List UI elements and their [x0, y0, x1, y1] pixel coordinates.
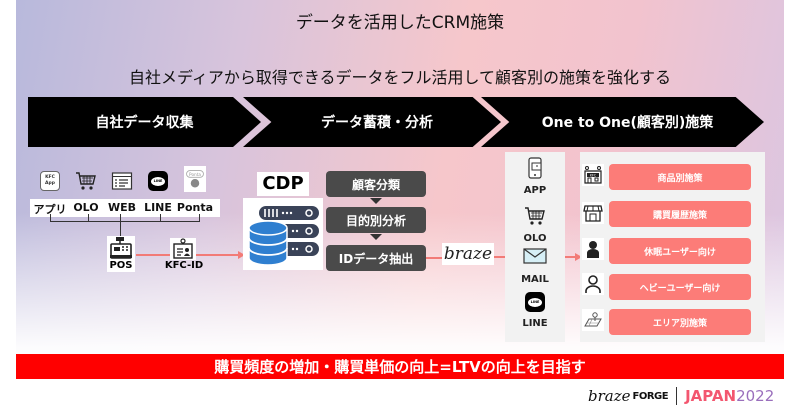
channel-label: LINE: [522, 318, 548, 329]
cdp-step: IDデータ抽出: [326, 245, 426, 271]
source-line: LINE LINE: [139, 170, 177, 214]
braze-wordmark: braze: [588, 387, 631, 405]
browser-window-icon: [111, 170, 133, 192]
source-label: WEB: [107, 201, 137, 214]
source-label: LINE: [144, 201, 172, 214]
source-label: Ponta: [176, 201, 214, 214]
braze-to-channel-connector: [494, 256, 514, 258]
user-filled-icon: [582, 238, 604, 260]
shopping-cart-icon: [75, 170, 97, 192]
user-outline-icon: [582, 273, 604, 295]
stage-label: データ蓄積・分析: [321, 115, 433, 131]
measure-button: 商品別施策: [609, 164, 751, 190]
step-arrow-icon: [370, 234, 382, 240]
channel-olo: OLO: [505, 205, 565, 244]
slide-title: データを活用したCRM施策: [295, 13, 505, 33]
measure-button: エリア別施策: [609, 309, 751, 335]
cdp-title: CDP: [257, 172, 309, 196]
stage-label: 自社データ収集: [95, 115, 194, 131]
map-pin-icon: [582, 309, 604, 331]
goal-banner: 購買頻度の増加・購買単価の向上=LTVの向上を目指す: [16, 354, 784, 379]
ponta-icon: Ponta: [184, 166, 206, 192]
database-server-icon: [243, 198, 323, 270]
kfc-id-label: KFC-ID: [164, 260, 204, 271]
bracket-tick: [120, 214, 121, 222]
cdp-step: 目的別分析: [326, 207, 426, 233]
kfc-store-icon: KFC: [582, 164, 604, 186]
source-label: OLO: [73, 201, 99, 214]
channel-line: LINE LINE: [505, 292, 565, 329]
source-label: アプリ: [33, 203, 67, 216]
stage-chevron-one-to-one: One to One(顧客別)施策: [481, 97, 764, 147]
measure-button: ヘビーユーザー向け: [609, 274, 751, 300]
id-card-icon: [170, 238, 196, 260]
event-logo: braze FORGE JAPAN 2022: [588, 385, 774, 407]
pos-connector: [120, 222, 121, 238]
channel-label: OLO: [523, 233, 547, 244]
channel-mail: MAIL: [505, 248, 565, 285]
cdp-step: 顧客分類: [326, 171, 426, 197]
forge-wordmark: FORGE: [632, 390, 669, 402]
arrow-head-icon: [238, 251, 245, 259]
channel-label: MAIL: [521, 274, 549, 285]
japan-wordmark: JAPAN: [685, 387, 737, 405]
braze-logo: braze: [442, 243, 494, 265]
bracket-tick: [88, 214, 89, 222]
pos-label: POS: [109, 260, 133, 271]
smartphone-icon: [505, 157, 565, 183]
source-olo: OLO: [67, 170, 105, 214]
cash-register-icon: [107, 236, 135, 272]
storefront-icon: [582, 202, 604, 224]
line-icon: LINE: [505, 292, 565, 312]
source-bracket: [50, 214, 200, 222]
cdp-to-braze-connector: [426, 257, 442, 259]
slide-subtitle: 自社メディアから取得できるデータをフル活用して顧客別の施策を強化する: [128, 68, 672, 87]
channel-to-measure-connector: [565, 256, 577, 258]
step-arrow-icon: [370, 198, 382, 204]
measure-button: 購買履歴施策: [609, 201, 751, 227]
measure-button: 休眠ユーザー向け: [609, 238, 751, 264]
source-label-bar: [30, 199, 220, 217]
logo-divider: [676, 387, 678, 405]
channel-app: APP: [505, 157, 565, 196]
envelope-icon: [505, 248, 565, 268]
svg-text:Ponta: Ponta: [189, 172, 201, 177]
source-web: WEB: [103, 170, 141, 214]
stage-label: One to One(顧客別)施策: [541, 115, 714, 131]
year-wordmark: 2022: [736, 387, 775, 405]
channel-label: APP: [523, 185, 547, 196]
source-ponta: Ponta Ponta: [176, 166, 214, 214]
shopping-cart-icon: [505, 205, 565, 231]
bracket-tick: [160, 214, 161, 222]
line-icon: LINE: [147, 170, 169, 192]
stage-chevron-collect: 自社データ収集: [28, 97, 261, 147]
arrow-head-icon: [575, 253, 582, 261]
svg-text:KFC: KFC: [590, 173, 597, 177]
stage-chevron-analyze: データ蓄積・分析: [243, 97, 501, 147]
